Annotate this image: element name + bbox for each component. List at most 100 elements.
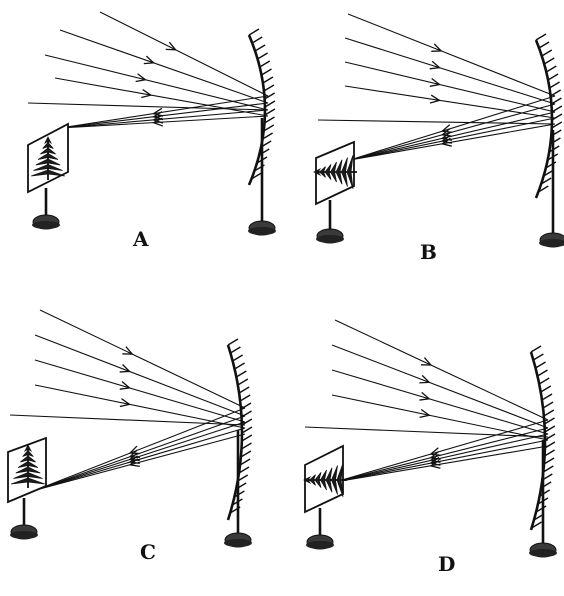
hatch-line [535, 505, 547, 513]
arrowhead-icon [119, 381, 132, 390]
hatch-line [538, 41, 550, 49]
hatch-line [264, 92, 276, 100]
hatch-line [234, 490, 245, 498]
light-ray [59, 109, 269, 129]
light-ray [334, 427, 549, 483]
hatch-line [551, 121, 563, 129]
light-ray [59, 29, 269, 104]
hatch-line [230, 346, 241, 354]
hatch-line [530, 345, 542, 353]
hatch-line [241, 410, 252, 418]
light-ray [331, 344, 549, 429]
principal-axis [317, 119, 556, 125]
hatch-line [542, 465, 554, 473]
arrowhead-icon [128, 458, 140, 467]
tree-image-icon [313, 155, 357, 189]
light-ray [35, 415, 246, 491]
hatch-line [238, 386, 250, 394]
light-ray [334, 419, 549, 483]
mirror-hatching [227, 338, 253, 514]
hatch-line [544, 417, 555, 425]
light-ray [35, 407, 246, 491]
arrowhead-icon [119, 364, 131, 373]
panel-label-B: B [420, 240, 437, 264]
arrowhead-icon [429, 60, 442, 70]
arrowhead-icon [429, 459, 441, 469]
hatch-line [262, 132, 273, 140]
hatch-line [551, 113, 563, 121]
arrowhead-icon [165, 41, 178, 51]
hatch-line [535, 33, 547, 41]
hatch-line [551, 97, 562, 105]
light-ray [334, 445, 549, 483]
arrowhead-icon [152, 117, 164, 127]
hatch-line [239, 394, 251, 402]
principal-axis [9, 414, 246, 426]
light-ray [34, 334, 246, 417]
hatch-line [234, 362, 245, 370]
hatch-line [264, 100, 276, 108]
arrowhead-icon [141, 89, 153, 99]
concave-mirror-icon [529, 351, 547, 531]
panel-label-A: A [133, 227, 149, 251]
hatch-line [533, 353, 544, 361]
panel-label-C: C [140, 540, 156, 564]
hatch-line [538, 377, 550, 385]
light-ray [334, 439, 549, 483]
hatch-line [541, 49, 553, 57]
tree-image-icon [11, 444, 45, 488]
arrowhead-icon [429, 94, 442, 104]
hatch-line [251, 36, 263, 44]
light-ray [331, 394, 549, 441]
light-ray [344, 61, 556, 113]
tree-image-icon [303, 463, 347, 497]
arrowhead-icon [152, 107, 164, 117]
panel-B [313, 13, 564, 248]
principal-axis [304, 426, 549, 438]
light-ray [35, 433, 246, 491]
arrowhead-icon [420, 357, 433, 366]
principal-axis [27, 102, 269, 111]
concave-mirror-icon [534, 39, 554, 199]
panel-A [27, 11, 276, 236]
light-ray [334, 433, 549, 483]
hatch-line [259, 60, 271, 68]
hatch-line [541, 393, 553, 401]
hatch-line [549, 81, 560, 89]
light-ray [59, 115, 269, 129]
light-ray [334, 319, 549, 421]
hatch-line [257, 52, 268, 60]
hatch-line [241, 426, 253, 434]
panel-label-D: D [438, 552, 456, 576]
hatch-line [237, 378, 249, 386]
hatch-line [544, 441, 556, 449]
arrowhead-icon [440, 137, 452, 147]
light-ray [34, 359, 246, 423]
hatch-line [537, 185, 549, 193]
hatch-line [264, 116, 275, 124]
hatch-line [236, 370, 247, 378]
hatch-line [544, 449, 555, 457]
hatch-line [537, 369, 548, 377]
hatch-line [248, 28, 260, 36]
hatch-line [551, 105, 563, 113]
hatch-line [263, 84, 275, 92]
light-ray [99, 11, 269, 97]
arrowhead-icon [143, 55, 156, 65]
light-ray [344, 85, 556, 119]
hatch-line [535, 361, 546, 369]
hatch-line [544, 433, 556, 441]
hatch-line [240, 402, 252, 410]
hatch-line [241, 434, 253, 442]
hatch-line [543, 409, 555, 417]
arrowhead-icon [135, 73, 147, 83]
hatch-line [238, 466, 250, 474]
light-ray [349, 103, 556, 161]
arrowhead-icon [122, 346, 134, 355]
arrowhead-icon [419, 391, 431, 401]
hatch-line [550, 89, 562, 97]
light-ray [59, 95, 269, 129]
arrowhead-icon [119, 398, 132, 408]
hatch-line [261, 68, 272, 76]
light-ray [331, 369, 549, 435]
